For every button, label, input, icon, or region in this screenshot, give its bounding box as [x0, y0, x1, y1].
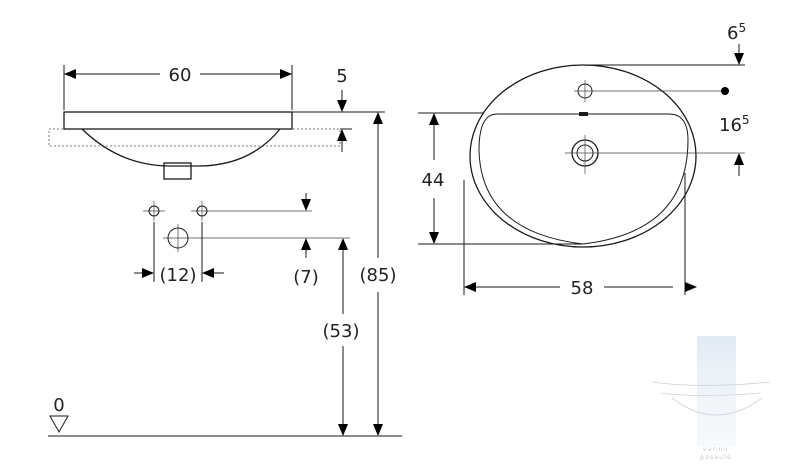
arrow-right-icon: [142, 268, 154, 278]
countertop-outline: [48, 128, 341, 147]
arrow-up-icon: [337, 129, 347, 141]
dim-width-top: 60: [169, 65, 192, 86]
arrow-left-icon: [202, 268, 214, 278]
arrow-down-icon: [338, 424, 348, 436]
arrow-down-icon: [429, 232, 439, 244]
tap-hole-left-icon: [148, 205, 160, 217]
arrow-up-icon: [338, 238, 348, 250]
dim-tap-side: 165: [719, 113, 750, 136]
dim-floor-level: 0: [53, 395, 64, 416]
basin-rim: [63, 111, 293, 130]
watermark-line1: vannu: [703, 446, 729, 453]
level-marker-icon: [49, 415, 69, 434]
overflow-slot: [579, 112, 588, 116]
arrow-right-icon: [280, 69, 292, 79]
watermark-line2: pasaule: [700, 454, 732, 461]
arrow-up-icon: [429, 113, 439, 125]
dim-tap-offset: (7): [293, 267, 319, 288]
basin-bowl-side: [81, 128, 281, 167]
top-view: 65 165 44 58: [418, 21, 750, 299]
arrow-up-icon: [734, 153, 744, 165]
arrow-down-icon: [337, 100, 347, 112]
dim-tap-top: 65: [727, 21, 746, 44]
dim-total-height: (85): [360, 265, 397, 286]
drain-stub: [163, 162, 192, 180]
arrow-up-icon: [301, 238, 311, 250]
arrow-left-icon: [464, 282, 476, 292]
arrow-right-icon: [685, 282, 697, 292]
side-view: 60 5 (7) (12) 0: [48, 65, 402, 437]
dim-bowl-depth: 44: [422, 170, 445, 191]
dim-hole-spacing: (12): [160, 265, 197, 286]
watermark-logo: vannu pasaule: [651, 336, 771, 461]
dim-drain-height: (53): [323, 321, 360, 342]
dim-rim-top: 5: [336, 66, 347, 87]
dim-bowl-width: 58: [571, 278, 594, 299]
tap-hole-right-icon: [196, 205, 208, 217]
basin-inner-outline: [478, 113, 689, 245]
arrow-down-icon: [373, 424, 383, 436]
arrow-left-icon: [64, 69, 76, 79]
arrow-down-icon: [301, 199, 311, 211]
arrow-up-icon: [373, 112, 383, 124]
basin-outer-outline: [469, 64, 697, 248]
reference-dot-icon: [721, 87, 729, 95]
drain-hole-icon: [167, 227, 189, 249]
arrow-down-icon: [734, 53, 744, 65]
